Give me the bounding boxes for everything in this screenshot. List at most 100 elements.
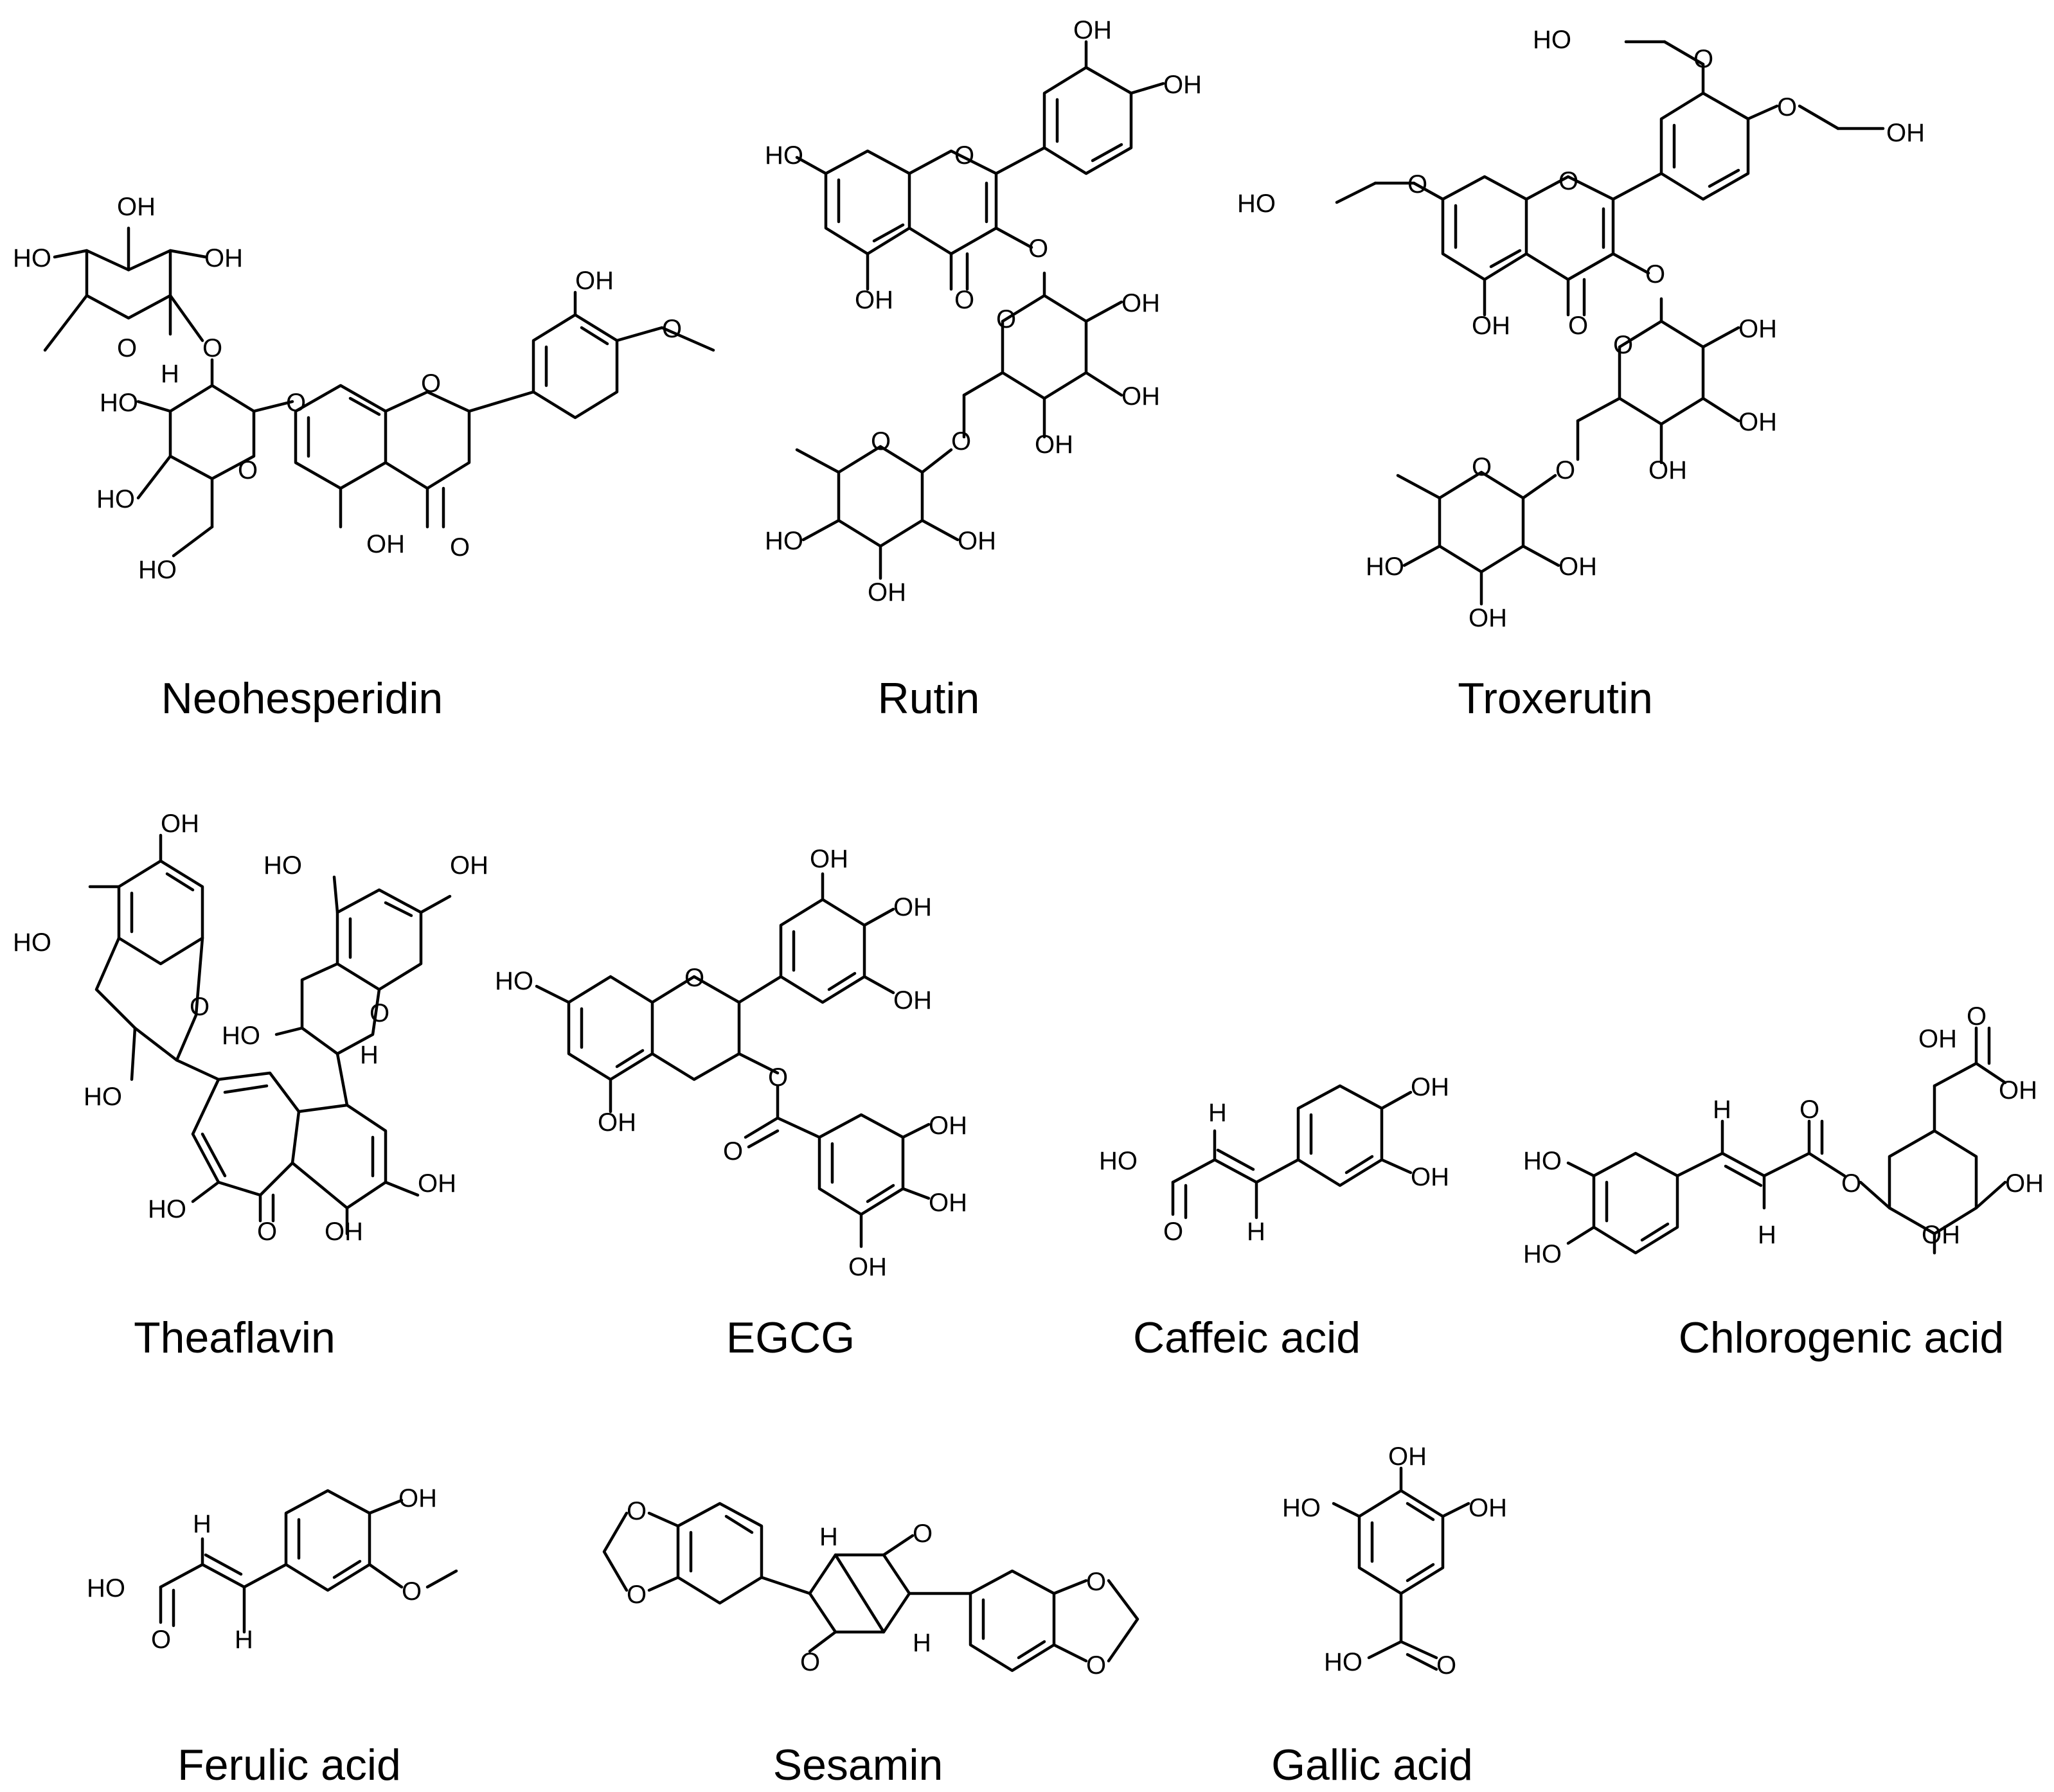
compound-theaflavin: OH HO OH HO O HO O H HO OH HO O OH Theaf…	[13, 810, 488, 1362]
bond	[1933, 1061, 1978, 1088]
bond	[615, 326, 664, 342]
structure-chlorogenic-acid	[1566, 1026, 2007, 1255]
atom-label: O	[450, 533, 470, 562]
atom-label: H	[235, 1626, 253, 1654]
atom-label: O	[1086, 1651, 1106, 1680]
atom-label: O	[257, 1218, 277, 1246]
atom-label: O	[286, 389, 306, 417]
bond	[274, 1026, 304, 1036]
bond	[1521, 474, 1557, 500]
bond	[384, 901, 413, 918]
bond	[1720, 1151, 1766, 1178]
compound-name: Ferulic acid	[177, 1741, 401, 1789]
atom-label: OH	[1738, 315, 1777, 343]
bond	[647, 1511, 680, 1528]
bond	[368, 1563, 404, 1589]
bond	[1611, 172, 1663, 201]
atom-label: O	[1163, 1218, 1183, 1246]
atom-labels-neohesperidin: OH HO OH O H O HO O O O OH HO O HO OH O …	[13, 193, 682, 584]
bond	[834, 1553, 886, 1634]
bond	[419, 894, 452, 914]
structure-neohesperidin	[43, 226, 715, 558]
bond	[1489, 249, 1522, 269]
compound-name: Sesamin	[773, 1741, 943, 1789]
c-ring-bonds	[650, 975, 741, 1081]
compound-name: Theaflavin	[134, 1313, 335, 1362]
atom-labels-caffeic-acid: H OH HO OH O H	[1099, 1073, 1449, 1246]
bond	[808, 1630, 837, 1653]
bond	[332, 1559, 362, 1579]
atom-label: HO	[263, 851, 302, 880]
compound-chlorogenic-acid: O OH OH H O HO O OH HO H OH Chlorogenic …	[1523, 1002, 2044, 1362]
atom-label: HO	[13, 244, 51, 272]
atom-label: O	[1472, 453, 1492, 481]
bond	[159, 1563, 204, 1589]
atom-label: OH	[855, 286, 893, 314]
compound-gallic-acid: OH HO OH HO O Gallic acid	[1271, 1442, 1507, 1789]
atom-label: HO	[1099, 1147, 1138, 1175]
structure-egcg	[535, 872, 931, 1248]
atom-label: O	[1693, 45, 1713, 73]
atom-label: HO	[1237, 190, 1276, 218]
atom-label: O	[662, 315, 682, 343]
atom-label: OH	[1472, 312, 1510, 340]
atom-label: O	[627, 1497, 647, 1525]
atom-label: O	[190, 993, 210, 1021]
bond	[737, 975, 783, 1004]
atom-labels-sesamin: O H O O O O H O	[627, 1497, 1106, 1680]
atom-label: O	[954, 141, 974, 170]
atom-label: O	[1086, 1568, 1106, 1596]
bond	[1380, 1158, 1413, 1175]
atom-label: HO	[84, 1083, 122, 1111]
bond	[801, 519, 841, 542]
atom-label: O	[1613, 331, 1633, 359]
atom-label: O	[1028, 235, 1048, 263]
bond	[1396, 474, 1442, 500]
bond	[760, 1575, 812, 1595]
bond	[252, 400, 294, 413]
bond	[535, 984, 571, 1004]
bond	[191, 1180, 220, 1203]
atom-label: HO	[1282, 1494, 1321, 1522]
atom-label: O	[1799, 1096, 1819, 1124]
c-ring-bonds	[384, 390, 471, 490]
atom-label: H	[1758, 1221, 1776, 1249]
bond	[1611, 252, 1650, 275]
right-dioxole-bonds	[1107, 1579, 1139, 1663]
atom-label: H	[1208, 1099, 1227, 1127]
bond	[136, 400, 172, 413]
bond	[467, 390, 535, 413]
atom-label: OH	[325, 1218, 363, 1246]
atom-label: OH	[958, 527, 996, 555]
atom-label: HO	[1533, 26, 1571, 54]
atom-label: O	[370, 999, 389, 1027]
bond	[776, 1116, 821, 1139]
bond	[1807, 1151, 1846, 1178]
atom-label: OH	[1886, 119, 1925, 147]
structure-troxerutin	[1335, 40, 1885, 606]
bond	[1406, 1563, 1435, 1583]
atom-label: OH	[1558, 553, 1597, 581]
atom-label: OH	[1411, 1163, 1449, 1191]
atom-label: OH	[1738, 408, 1777, 436]
atom-label: O	[202, 334, 222, 362]
atom-label: OH	[598, 1108, 636, 1137]
atom-label: HO	[100, 389, 138, 417]
atom-label: OH	[868, 578, 906, 607]
bond	[724, 1514, 754, 1534]
atom-label: OH	[1469, 1494, 1507, 1522]
bond	[1052, 1643, 1088, 1663]
bond	[901, 1122, 931, 1139]
bond	[1798, 104, 1840, 130]
atom-label: OH	[1121, 289, 1160, 317]
atom-label: OH	[1073, 16, 1112, 44]
benzotropolone-ring-bonds	[191, 1071, 301, 1197]
compound-neohesperidin: OH HO OH O H O HO O O O OH HO O HO OH O …	[13, 193, 715, 723]
atom-label: OH	[929, 1189, 967, 1217]
atom-label: H	[161, 360, 179, 388]
compound-egcg: OH OH HO O OH O OH O OH OH OH EGCG	[495, 845, 967, 1362]
compound-ferulic-acid: OH H HO O O H Ferulic acid	[87, 1484, 458, 1789]
compound-name: Gallic acid	[1271, 1741, 1473, 1789]
bond	[223, 1084, 269, 1094]
atom-label: O	[913, 1520, 933, 1548]
